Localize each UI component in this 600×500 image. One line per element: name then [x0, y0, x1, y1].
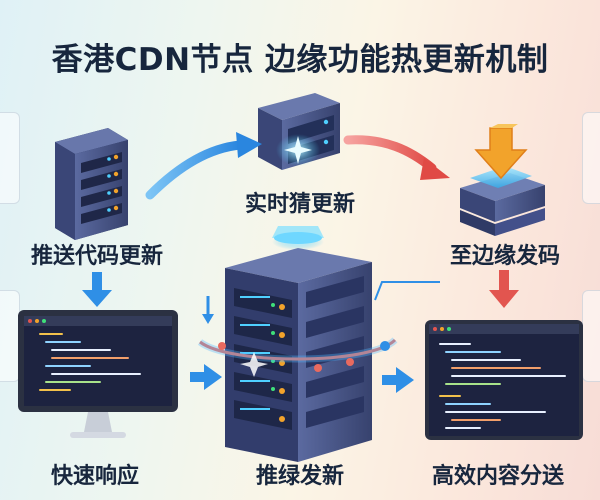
server-icon: [55, 128, 128, 240]
label-push-code: 推送代码更新: [12, 238, 182, 270]
arrow-right-icon: [420, 158, 450, 180]
arrow-right-icon: [348, 140, 432, 168]
label-realtime-update: 实时猜更新: [222, 186, 378, 218]
arrow-down-icon: [82, 272, 112, 307]
label-efficient-delivery: 高效内容分送: [408, 458, 588, 490]
label-push-publish: 推绿发新: [230, 458, 370, 490]
arrow-right-icon: [375, 282, 440, 300]
label-to-edge: 至边缘发码: [430, 238, 580, 270]
server-icon: [258, 93, 340, 170]
download-icon: [460, 124, 545, 236]
label-fast-response: 快速响应: [30, 458, 160, 490]
arrow-down-icon: [489, 270, 519, 308]
monitor-icon: [18, 310, 178, 438]
arrow-right-icon: [382, 367, 414, 393]
code-window-icon: [425, 320, 583, 440]
arrow-down-icon: [202, 296, 214, 324]
arrow-right-icon: [190, 364, 222, 390]
server-icon: [225, 226, 372, 462]
